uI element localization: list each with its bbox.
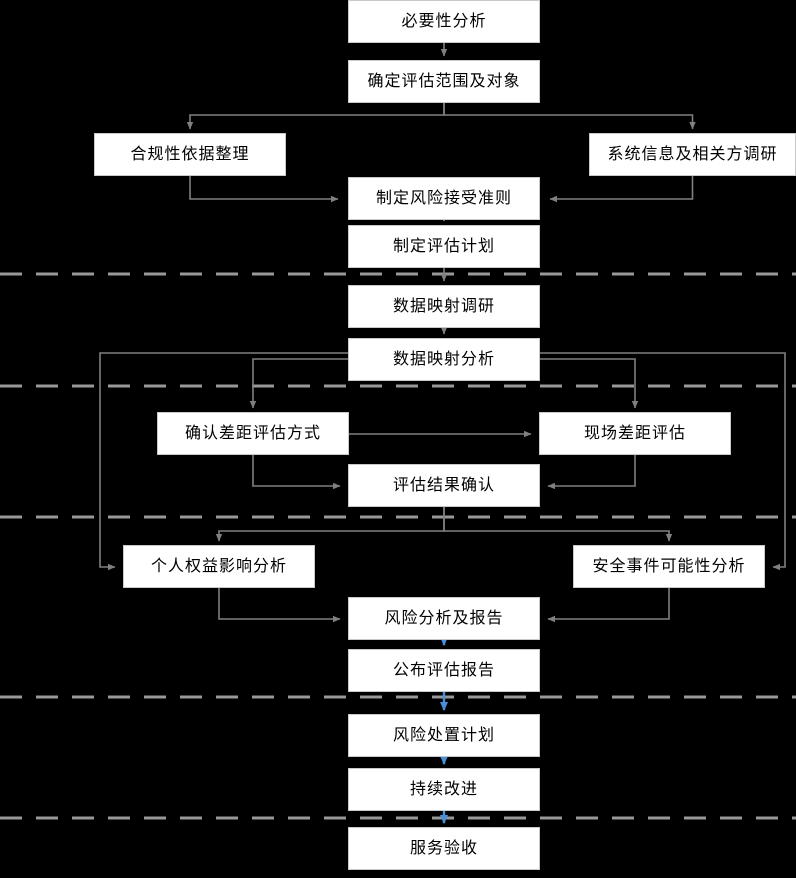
flow-node-n2[interactable]: 确定评估范围及对象 bbox=[348, 60, 540, 103]
flow-node-n17[interactable]: 持续改进 bbox=[348, 768, 540, 811]
flow-node-label: 制定评估计划 bbox=[392, 236, 495, 255]
connector-n2-to-n4 bbox=[443, 103, 696, 130]
flow-node-n6[interactable]: 制定评估计划 bbox=[348, 225, 540, 268]
connector-n9-to-n11 bbox=[252, 455, 341, 490]
connector-n2-to-n3 bbox=[186, 103, 445, 130]
flow-node-n18[interactable]: 服务验收 bbox=[348, 827, 540, 870]
flow-node-label: 风险处置计划 bbox=[392, 725, 495, 744]
connector-n11-to-n13 bbox=[443, 507, 673, 542]
connector-n12-to-n14 bbox=[218, 588, 341, 623]
connector-n10-to-n11 bbox=[547, 455, 636, 490]
flow-node-n7[interactable]: 数据映射调研 bbox=[348, 285, 540, 328]
flow-node-n8[interactable]: 数据映射分析 bbox=[348, 338, 540, 381]
flow-node-label: 合规性依据整理 bbox=[130, 144, 250, 163]
flow-node-label: 安全事件可能性分析 bbox=[592, 556, 746, 575]
connector-n4-to-n5 bbox=[549, 176, 694, 203]
flow-node-n1[interactable]: 必要性分析 bbox=[348, 0, 540, 43]
flow-node-n16[interactable]: 风险处置计划 bbox=[348, 714, 540, 757]
flow-node-n12[interactable]: 个人权益影响分析 bbox=[123, 545, 315, 588]
flow-node-label: 个人权益影响分析 bbox=[150, 556, 287, 575]
flow-node-n3[interactable]: 合规性依据整理 bbox=[94, 133, 286, 176]
connector-n3-to-n5 bbox=[189, 176, 339, 203]
flow-node-label: 确认差距评估方式 bbox=[184, 423, 321, 442]
flow-node-label: 服务验收 bbox=[409, 838, 478, 857]
flow-node-n11[interactable]: 评估结果确认 bbox=[348, 464, 540, 507]
flow-node-label: 公布评估报告 bbox=[392, 660, 495, 679]
flow-node-label: 风险分析及报告 bbox=[384, 608, 504, 627]
connector-n8-to-n12 bbox=[99, 352, 444, 571]
flow-node-label: 评估结果确认 bbox=[392, 475, 495, 494]
flow-node-n5[interactable]: 制定风险接受准则 bbox=[348, 177, 540, 220]
flow-node-label: 数据映射分析 bbox=[392, 349, 495, 368]
flow-node-label: 确定评估范围及对象 bbox=[367, 71, 521, 90]
flow-node-n9[interactable]: 确认差距评估方式 bbox=[157, 412, 349, 455]
flow-node-n14[interactable]: 风险分析及报告 bbox=[348, 597, 540, 640]
connector-n8-to-n13 bbox=[444, 352, 786, 571]
flow-node-label: 现场差距评估 bbox=[583, 423, 686, 442]
flow-node-n13[interactable]: 安全事件可能性分析 bbox=[573, 545, 765, 588]
flow-node-label: 系统信息及相关方调研 bbox=[607, 144, 778, 163]
flow-node-label: 制定风险接受准则 bbox=[375, 188, 512, 207]
flow-node-label: 数据映射调研 bbox=[392, 296, 495, 315]
connector-n13-to-n14 bbox=[547, 588, 670, 623]
flow-node-n15[interactable]: 公布评估报告 bbox=[348, 649, 540, 692]
flow-node-n10[interactable]: 现场差距评估 bbox=[539, 412, 731, 455]
flow-node-n4[interactable]: 系统信息及相关方调研 bbox=[589, 133, 796, 176]
connector-n11-to-n12 bbox=[215, 507, 445, 542]
flow-node-label: 持续改进 bbox=[409, 779, 478, 798]
flow-node-label: 必要性分析 bbox=[401, 11, 487, 30]
